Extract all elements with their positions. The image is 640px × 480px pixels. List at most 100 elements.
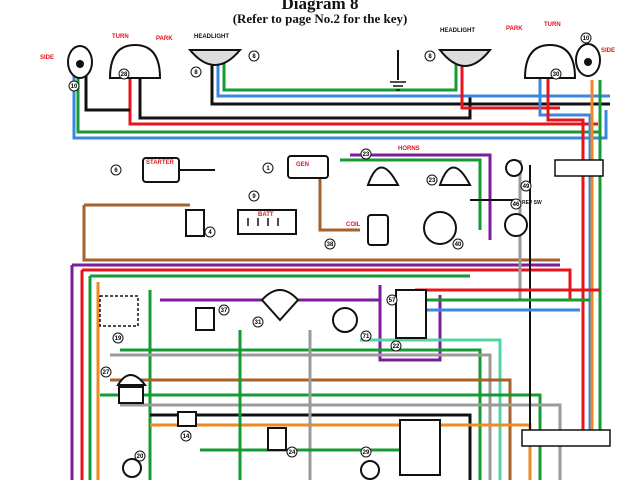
c-headlight-right: 8 xyxy=(424,50,436,62)
label-rev-sw: REV SW xyxy=(522,200,542,206)
wire-grey-low xyxy=(120,403,562,480)
c-wiper: 37 xyxy=(218,304,230,316)
turn-park-lamp-right-icon xyxy=(523,43,577,79)
turn-park-lamp-left-icon xyxy=(108,43,162,79)
wire-grey-mid xyxy=(110,353,492,480)
svg-text:24: 24 xyxy=(289,450,296,456)
label-horns: HORNS xyxy=(398,146,420,152)
flasher-base-icon xyxy=(118,386,144,404)
wire-blue-head xyxy=(216,60,610,98)
wire-red-top xyxy=(128,70,598,126)
main-harness xyxy=(70,153,600,480)
wire-purple-loop xyxy=(160,295,442,362)
svg-text:4: 4 xyxy=(208,230,212,236)
wire-blue-right xyxy=(538,60,592,430)
svg-text:40: 40 xyxy=(455,242,462,248)
c-coil: 38 xyxy=(324,238,336,250)
wire-green-top xyxy=(76,70,600,134)
svg-text:23: 23 xyxy=(363,152,370,158)
c-headlight-left: 8 xyxy=(190,66,202,78)
svg-text:37: 37 xyxy=(221,308,228,314)
svg-text:20: 20 xyxy=(137,454,144,460)
c-rev-b: 46 xyxy=(510,198,522,210)
ignition-coil-icon xyxy=(367,214,389,246)
wire-red-head-r xyxy=(460,60,560,110)
gauge-right-icon xyxy=(360,460,380,480)
diagram-title: Diagram 8 xyxy=(281,0,359,13)
wire-brown-gen xyxy=(318,175,360,232)
label-turn-left: TURN xyxy=(112,34,129,40)
generator-icon xyxy=(287,155,329,179)
svg-text:22: 22 xyxy=(393,344,400,350)
svg-text:28: 28 xyxy=(121,72,128,78)
wire-blue-top xyxy=(72,72,608,140)
horn-left-icon xyxy=(366,166,400,186)
wire-green-head xyxy=(222,60,458,92)
c-panel: 19 xyxy=(112,332,124,344)
svg-text:8: 8 xyxy=(428,54,432,60)
c-box: 22 xyxy=(390,340,402,352)
wire-red-right xyxy=(546,60,585,430)
svg-text:8: 8 xyxy=(252,54,256,60)
headlight-right-icon xyxy=(437,49,493,67)
label-coil: COIL xyxy=(346,222,361,228)
components xyxy=(67,43,611,480)
wire-black-head xyxy=(210,60,610,106)
svg-text:71: 71 xyxy=(363,334,370,340)
panel-switch-icon xyxy=(99,295,139,327)
c-turn-left: 28 xyxy=(118,68,130,80)
wire-orange-low xyxy=(150,423,532,480)
reverse-lamp-icon xyxy=(505,159,523,177)
svg-text:30: 30 xyxy=(553,72,560,78)
c-rev: 49 xyxy=(520,180,532,192)
svg-text:49: 49 xyxy=(523,184,530,190)
diagram-subtitle: (Refer to page No.2 for the key) xyxy=(232,11,408,26)
svg-text:57: 57 xyxy=(389,298,396,304)
wire-brown-mid xyxy=(82,205,560,262)
svg-text:29: 29 xyxy=(363,450,370,456)
label-turn-right: TURN xyxy=(544,22,561,28)
switch-icon xyxy=(332,307,358,333)
c-headlight-left-b: 8 xyxy=(248,50,260,62)
svg-text:10: 10 xyxy=(583,36,590,42)
label-park-left: PARK xyxy=(156,36,173,42)
c-starter: 6 xyxy=(110,164,122,176)
horn-right-icon xyxy=(438,166,472,186)
reverse-switch-icon xyxy=(504,213,528,237)
lower-switch-icon xyxy=(267,427,287,451)
c-fuse: 57 xyxy=(386,294,398,306)
c-sw: 71 xyxy=(360,330,372,342)
svg-text:8: 8 xyxy=(194,70,198,76)
svg-text:1: 1 xyxy=(266,166,270,172)
svg-text:9: 9 xyxy=(252,194,256,200)
fuse-block-icon xyxy=(395,289,427,339)
label-park-right: PARK xyxy=(506,26,523,32)
c-batt: 9 xyxy=(248,190,260,202)
flasher-unit-icon xyxy=(116,374,148,386)
control-box-icon xyxy=(399,419,441,476)
c-side-left: 10 xyxy=(68,80,80,92)
label-side-right: SIDE xyxy=(601,48,616,54)
ground-top-icon xyxy=(390,81,406,91)
battery-cells xyxy=(247,218,279,226)
wire-purple-horns xyxy=(350,153,492,240)
gauge-left-icon xyxy=(122,458,142,478)
wire-black-low xyxy=(150,413,472,480)
solenoid-icon xyxy=(185,209,205,237)
label-headlight-right: HEADLIGHT xyxy=(440,28,475,34)
headlight-left-icon xyxy=(187,49,243,66)
c-horns-b: 23 xyxy=(426,174,438,186)
svg-text:27: 27 xyxy=(103,370,110,376)
c-relay: 4 xyxy=(204,226,216,238)
c-flasher: 27 xyxy=(100,366,112,378)
label-headlight-left: HEADLIGHT xyxy=(194,34,229,40)
connector-block-bottom-icon xyxy=(521,429,611,447)
wire-lightgreen xyxy=(360,338,502,480)
lower-relay-icon xyxy=(177,411,197,427)
side-lamp-right-bulb xyxy=(584,58,592,66)
wire-black-side xyxy=(84,70,130,112)
wire-green-horns xyxy=(340,158,482,230)
svg-text:6: 6 xyxy=(114,168,118,174)
